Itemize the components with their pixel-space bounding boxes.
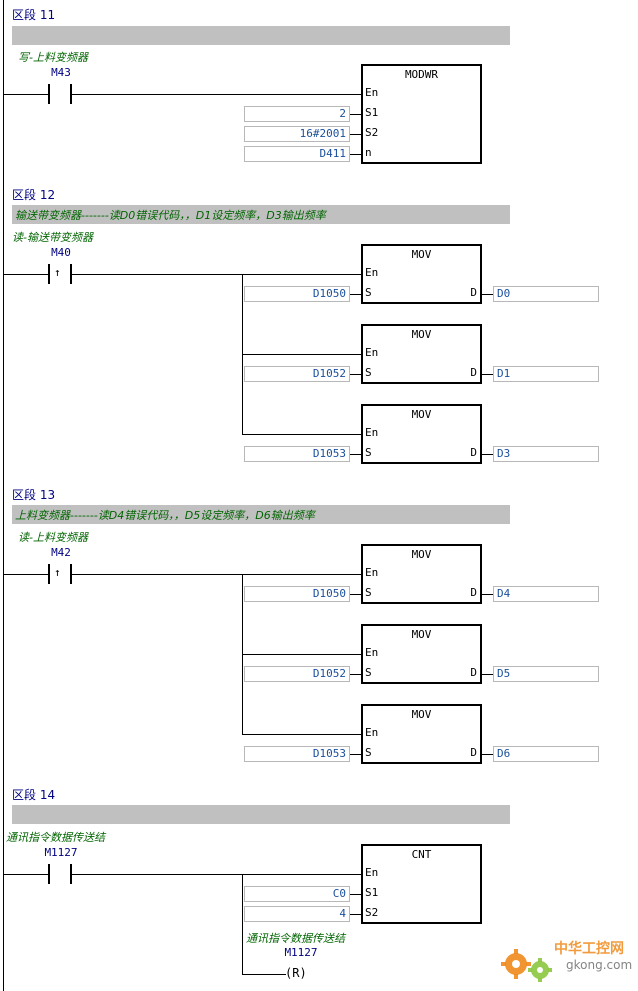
segment-comment-text: 输送带变频器-------读D0错误代码，，D1设定频率，D3输出频率 bbox=[15, 209, 326, 222]
segment-label: 区段 12 bbox=[12, 188, 56, 202]
block-title: MOV bbox=[411, 328, 432, 341]
pin-s: S bbox=[365, 446, 372, 459]
contact-comment: 读-上料变频器 bbox=[18, 531, 88, 544]
segment-label: 区段 13 bbox=[12, 488, 56, 502]
block-title: MOV bbox=[411, 548, 432, 561]
block-title: MOV bbox=[411, 248, 432, 261]
contact-rising[interactable] bbox=[48, 564, 50, 584]
function-block-cnt[interactable]: CNT En S1 S2 bbox=[361, 844, 482, 924]
pin-n: n bbox=[365, 146, 372, 159]
function-block-mov[interactable]: MOV En S D bbox=[361, 624, 482, 684]
contact-rising[interactable] bbox=[48, 264, 50, 284]
pin-d: D bbox=[470, 446, 477, 459]
pin-d: D bbox=[470, 366, 477, 379]
gear-logo-icon bbox=[501, 949, 552, 982]
logo-main-text: 中华工控网 bbox=[554, 941, 624, 957]
rising-edge-icon: ↑ bbox=[54, 266, 61, 279]
operand-source[interactable]: D1053 bbox=[244, 746, 350, 762]
operand-dest[interactable]: D3 bbox=[493, 446, 599, 462]
function-block-modwr[interactable]: MODWR En S1 S2 n bbox=[361, 64, 482, 164]
segment-comment-bar[interactable] bbox=[12, 805, 510, 824]
contact-label: M43 bbox=[51, 66, 71, 79]
pin-en: En bbox=[365, 86, 379, 99]
pin-en: En bbox=[365, 646, 379, 659]
pin-en: En bbox=[365, 566, 379, 579]
function-block-mov[interactable]: MOV En S D bbox=[361, 324, 482, 384]
contact-no[interactable] bbox=[70, 84, 72, 104]
logo-sub-text: gkong.com bbox=[566, 958, 633, 972]
operand-source[interactable]: D1050 bbox=[244, 586, 350, 602]
contact-label: M1127 bbox=[44, 846, 78, 859]
operand-source[interactable]: D1052 bbox=[244, 666, 350, 682]
pin-s: S bbox=[365, 666, 372, 679]
operand-s1[interactable]: 2 bbox=[244, 106, 350, 122]
operand-source[interactable]: D1052 bbox=[244, 366, 350, 382]
contact-no[interactable] bbox=[70, 864, 72, 884]
pin-en: En bbox=[365, 866, 379, 879]
pin-d: D bbox=[470, 666, 477, 679]
contact-comment: 写-上料变频器 bbox=[18, 51, 88, 64]
pin-d: D bbox=[470, 746, 477, 759]
contact-label: M42 bbox=[51, 546, 71, 559]
block-title: MOV bbox=[411, 708, 432, 721]
segment-comment-text: 上料变频器-------读D4错误代码，，D5设定频率，D6输出频率 bbox=[15, 509, 315, 522]
segment-comment-bar[interactable]: 输送带变频器-------读D0错误代码，，D1设定频率，D3输出频率 bbox=[12, 205, 510, 224]
rising-edge-icon: ↑ bbox=[54, 566, 61, 579]
block-title: MOV bbox=[411, 408, 432, 421]
pin-s2: S2 bbox=[365, 906, 379, 919]
contact-no[interactable] bbox=[48, 84, 50, 104]
function-block-mov[interactable]: MOV En S D bbox=[361, 404, 482, 464]
operand-source[interactable]: D1050 bbox=[244, 286, 350, 302]
pin-s: S bbox=[365, 746, 372, 759]
pin-d: D bbox=[470, 586, 477, 599]
function-block-mov[interactable]: MOV En S D bbox=[361, 244, 482, 304]
operand-dest[interactable]: D1 bbox=[493, 366, 599, 382]
contact-comment: 通讯指令数据传送结 bbox=[6, 831, 105, 844]
contact-rising[interactable] bbox=[70, 564, 72, 584]
operand-dest[interactable]: D0 bbox=[493, 286, 599, 302]
block-title: CNT bbox=[411, 848, 432, 861]
segment-comment-bar[interactable]: 上料变频器-------读D4错误代码，，D5设定频率，D6输出频率 bbox=[12, 505, 510, 524]
operand-s1[interactable]: C0 bbox=[244, 886, 350, 902]
pin-s1: S1 bbox=[365, 106, 379, 119]
block-title: MODWR bbox=[404, 68, 439, 81]
function-block-mov[interactable]: MOV En S D bbox=[361, 704, 482, 764]
pin-s2: S2 bbox=[365, 126, 379, 139]
segment-label: 区段 11 bbox=[12, 8, 56, 22]
segment-label: 区段 14 bbox=[12, 788, 56, 802]
operand-dest[interactable]: D6 bbox=[493, 746, 599, 762]
pin-en: En bbox=[365, 726, 379, 739]
pin-en: En bbox=[365, 266, 379, 279]
block-title: MOV bbox=[411, 628, 432, 641]
contact-rising[interactable] bbox=[70, 264, 72, 284]
contact-label: M40 bbox=[51, 246, 71, 259]
operand-n[interactable]: D411 bbox=[244, 146, 350, 162]
operand-s2[interactable]: 16#2001 bbox=[244, 126, 350, 142]
pin-en: En bbox=[365, 346, 379, 359]
coil-comment: 通讯指令数据传送结 bbox=[246, 932, 345, 945]
contact-no[interactable] bbox=[48, 864, 50, 884]
pin-d: D bbox=[470, 286, 477, 299]
segment-comment-bar[interactable] bbox=[12, 26, 510, 45]
pin-s: S bbox=[365, 286, 372, 299]
reset-coil[interactable]: (R) bbox=[285, 966, 307, 980]
pin-en: En bbox=[365, 426, 379, 439]
operand-source[interactable]: D1053 bbox=[244, 446, 350, 462]
function-block-mov[interactable]: MOV En S D bbox=[361, 544, 482, 604]
gkong-logo: 中华工控网 gkong.com bbox=[498, 930, 638, 991]
coil-symbol: R bbox=[292, 966, 300, 980]
operand-dest[interactable]: D4 bbox=[493, 586, 599, 602]
pin-s: S bbox=[365, 366, 372, 379]
pin-s1: S1 bbox=[365, 886, 379, 899]
coil-label: M1127 bbox=[284, 946, 318, 959]
left-power-rail bbox=[3, 0, 4, 991]
operand-dest[interactable]: D5 bbox=[493, 666, 599, 682]
contact-comment: 读-输送带变频器 bbox=[12, 231, 93, 244]
operand-s2[interactable]: 4 bbox=[244, 906, 350, 922]
pin-s: S bbox=[365, 586, 372, 599]
